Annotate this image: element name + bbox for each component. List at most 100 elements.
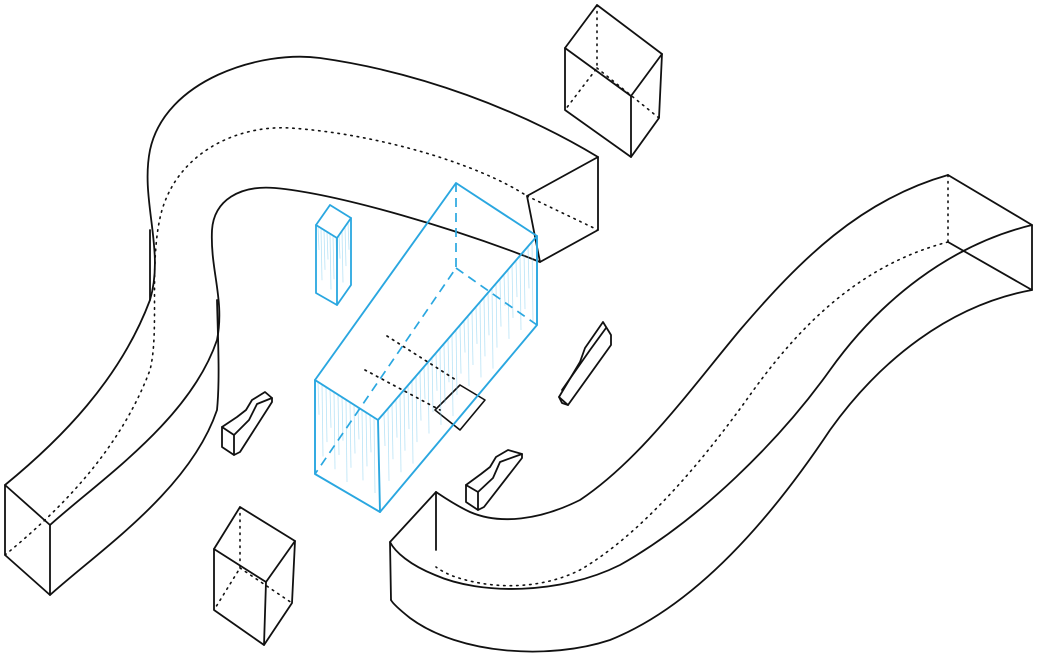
central-block-hatch-stroke bbox=[427, 362, 430, 434]
ramp-center-edges bbox=[465, 453, 523, 511]
central-block-hatch-stroke bbox=[333, 392, 336, 470]
wall-left-bottom-edge bbox=[49, 299, 220, 596]
central-block-hatch-stroke bbox=[443, 343, 446, 404]
central-block-hatch-stroke bbox=[337, 394, 340, 455]
central-block-hatch-stroke bbox=[499, 278, 502, 327]
central-block-hatch-stroke bbox=[415, 376, 418, 443]
central-block-hatch-stroke bbox=[419, 371, 422, 421]
central-block-hatch-stroke bbox=[383, 413, 386, 447]
central-block-hatch-stroke bbox=[503, 274, 506, 306]
tall-prism-hatch-stroke bbox=[338, 235, 341, 259]
wall-left-right-end bbox=[526, 156, 599, 263]
wall-right-end-face bbox=[947, 174, 1033, 291]
central-block-hatch-stroke bbox=[357, 407, 360, 440]
tall-prism-hatch-stroke bbox=[329, 233, 332, 290]
central-block-hatch-stroke bbox=[361, 409, 364, 481]
wall-right-left-end bbox=[389, 491, 437, 601]
tall-prism-hatch-stroke bbox=[320, 228, 323, 281]
central-block-hatch-stroke bbox=[325, 386, 328, 443]
central-block-hatch-stroke bbox=[515, 260, 518, 298]
central-block-inner-guides bbox=[364, 335, 457, 411]
central-block-hatch-stroke bbox=[527, 246, 530, 289]
central-block-hatch-stroke bbox=[467, 315, 470, 387]
tall-prism-hatch-stroke bbox=[326, 231, 329, 260]
ramp-left bbox=[221, 391, 273, 456]
floor-plate bbox=[434, 384, 486, 431]
central-block-hatch-stroke bbox=[365, 412, 368, 467]
ramp-right bbox=[558, 321, 612, 406]
tall-prism-hatch-stroke bbox=[332, 235, 335, 280]
central-block-hidden-lines bbox=[314, 183, 538, 475]
wall-left-inner-edge bbox=[49, 186, 541, 526]
central-block-hatch-stroke bbox=[395, 399, 398, 438]
central-block-hatch-stroke bbox=[459, 325, 462, 374]
central-block-hatch-stroke bbox=[519, 255, 522, 331]
wall-right-bottom-edge bbox=[390, 289, 1033, 653]
tall-prism bbox=[315, 204, 352, 306]
central-block-hatch-stroke bbox=[373, 417, 376, 494]
tall-prism-hatch-stroke bbox=[323, 229, 326, 270]
cube-tr-hidden-lines bbox=[564, 4, 660, 119]
cube-bl-vertical-edge bbox=[263, 581, 267, 646]
cube-tr-hidden bbox=[564, 4, 660, 119]
wall-left-hidden-bottom bbox=[4, 126, 528, 556]
tall-prism-hatch-stroke bbox=[317, 226, 320, 251]
central-block-hatch-stroke bbox=[523, 251, 526, 310]
central-block-hatch-stroke bbox=[423, 366, 426, 400]
ramp-center-outline bbox=[465, 449, 523, 511]
cube-bl-outline bbox=[213, 506, 296, 646]
cube-tr-front-edge bbox=[564, 47, 663, 97]
cube-bottom-left bbox=[213, 506, 296, 646]
central-block-hatch-stroke bbox=[345, 399, 348, 482]
central-block-hatch-stroke bbox=[455, 329, 458, 395]
tall-prism-hatching bbox=[317, 222, 350, 290]
central-block-hatch-stroke bbox=[321, 384, 324, 457]
central-block-hidden bbox=[314, 183, 538, 475]
central-block-front-edges bbox=[314, 235, 538, 513]
central-block-hatch-stroke bbox=[369, 414, 372, 453]
central-block-hatch-stroke bbox=[399, 394, 402, 473]
central-block-hatch-stroke bbox=[349, 402, 352, 468]
central-block-hatch-stroke bbox=[471, 311, 474, 366]
central-block-hatch-stroke bbox=[451, 334, 454, 417]
central-block-hatch-stroke bbox=[317, 381, 320, 415]
ramp-right-outline bbox=[558, 321, 612, 406]
wall-left-outer-edge bbox=[4, 55, 599, 486]
curved-wall-left bbox=[4, 55, 599, 596]
tall-prism-hatch-stroke bbox=[341, 230, 344, 283]
wall-right-far-edge bbox=[435, 174, 949, 521]
central-block-hatch-stroke bbox=[495, 283, 498, 348]
floor-plate-outline bbox=[434, 384, 486, 431]
central-block-hatch-stroke bbox=[511, 264, 514, 318]
central-block-hatch-stroke bbox=[463, 320, 466, 353]
central-block-hatch-stroke bbox=[411, 380, 414, 464]
central-block-hatch-stroke bbox=[491, 288, 494, 369]
tall-prism-hatch-stroke bbox=[344, 226, 347, 267]
tall-prism-outline bbox=[315, 204, 352, 306]
central-block-hatch-stroke bbox=[431, 357, 434, 413]
cube-bl-hidden-lines bbox=[213, 506, 293, 611]
central-block-hatch-stroke bbox=[439, 348, 442, 425]
tall-prism-hatch-stroke bbox=[347, 222, 350, 250]
central-block-hatch-stroke bbox=[531, 241, 534, 322]
ramp-center bbox=[465, 449, 523, 511]
wall-right-hidden-bottom bbox=[435, 241, 949, 587]
curved-wall-right bbox=[389, 174, 1033, 653]
ramp-left-edges bbox=[221, 397, 273, 456]
central-block-hatch-stroke bbox=[387, 408, 390, 481]
central-block-hatch-stroke bbox=[391, 403, 394, 460]
central-block-hatch-stroke bbox=[487, 292, 490, 336]
central-block-hatch-stroke bbox=[407, 385, 410, 430]
central-block-hatch-stroke bbox=[329, 389, 332, 428]
wall-left-end-face bbox=[4, 484, 51, 596]
central-block-hatch-stroke bbox=[479, 301, 482, 378]
wall-right-near-edge bbox=[389, 224, 1033, 590]
central-block-hatch-stroke bbox=[435, 352, 438, 391]
central-block-hatch-stroke bbox=[475, 306, 478, 344]
central-block-hatch-stroke bbox=[353, 404, 356, 454]
cube-bl-front-edge bbox=[213, 540, 296, 583]
ramp-right-edges bbox=[558, 327, 607, 406]
wall-left-hidden-end bbox=[526, 195, 599, 231]
central-block-hatch-stroke bbox=[483, 297, 486, 357]
cube-bl-hidden bbox=[213, 506, 293, 611]
